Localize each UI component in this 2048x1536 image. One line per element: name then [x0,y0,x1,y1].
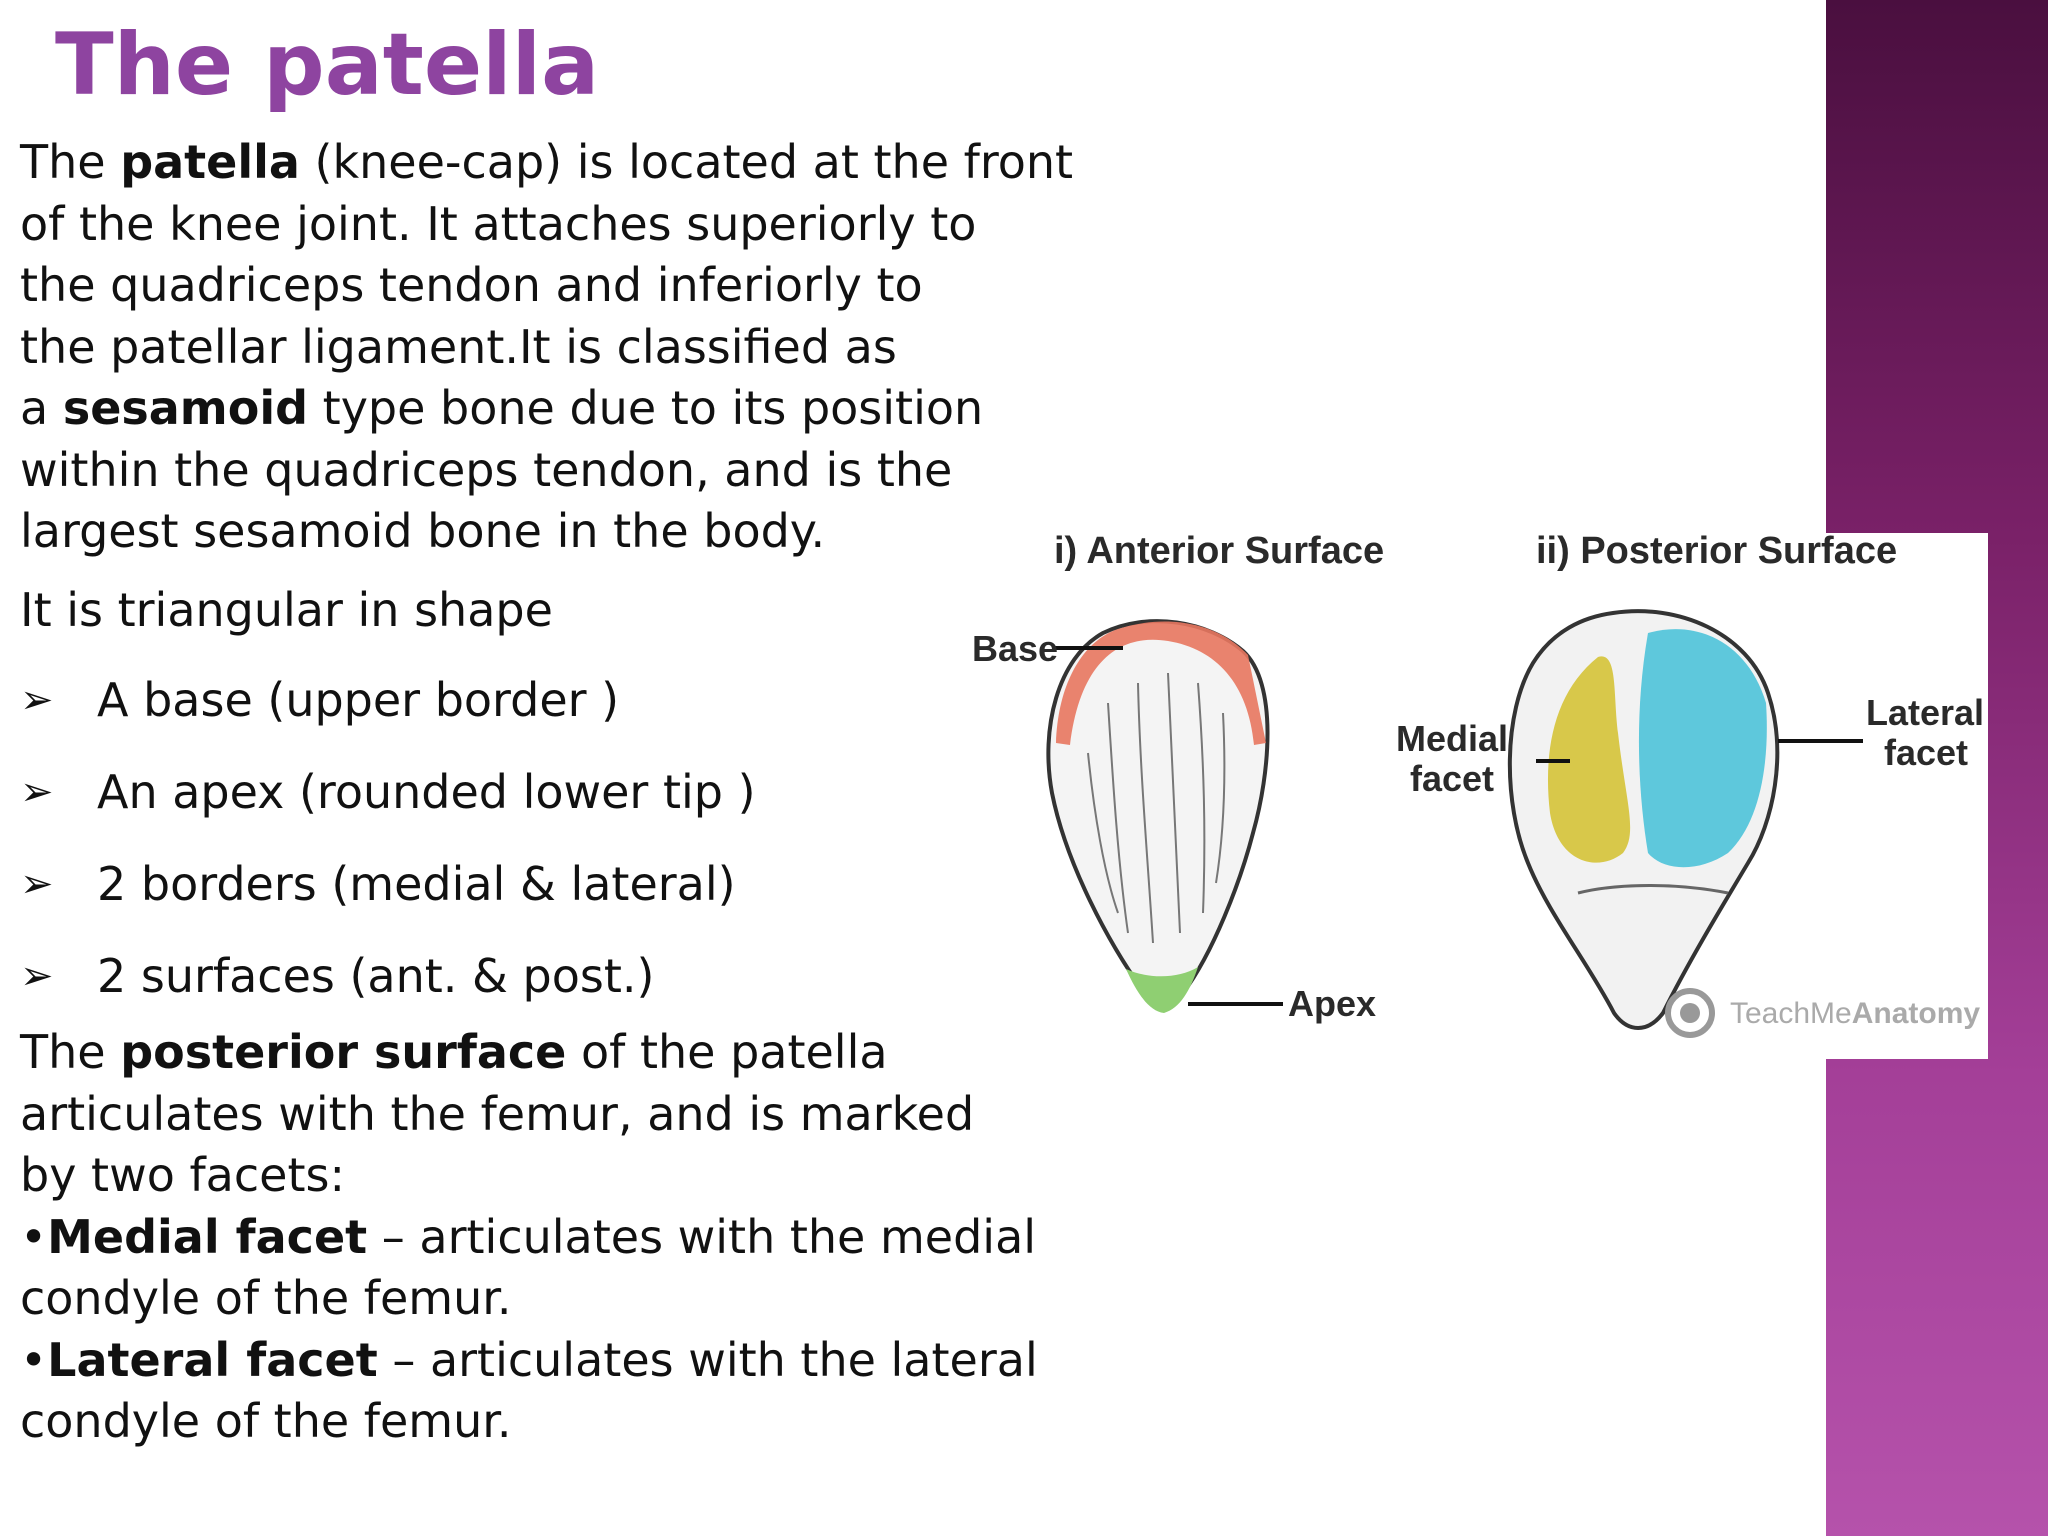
posterior-text-3: – articulates with the medial condyle of… [20,1209,1037,1387]
bullet-item: ➢ 2 surfaces (ant. & post.) [20,941,1020,1033]
posterior-title: ii) Posterior Surface [1536,533,1897,572]
label-medial-line1: Medial [1396,718,1508,759]
intro-paragraph: The patella (knee-cap) is located at the… [20,132,1100,563]
anterior-patella [1046,619,1283,1013]
intro-text-2: (knee-cap) is located at the front of th… [20,135,1074,435]
posterior-bold-surface: posterior surface [120,1025,567,1079]
label-lateral-line2: facet [1884,732,1968,773]
apex-region [1126,967,1198,1013]
anterior-title: i) Anterior Surface [1054,533,1384,572]
posterior-bold-lateral-facet: Lateral facet [47,1332,378,1387]
bullet-text: 2 surfaces (ant. & post.) [97,949,655,1003]
posterior-paragraph: The posterior surface of the patella art… [20,1022,1100,1453]
bullet-text: 2 borders (medial & lateral) [97,857,736,911]
intro-text-3: type bone due to its position within the… [20,381,984,558]
lateral-facet-region [1638,629,1767,868]
label-lateral-line1: Lateral [1866,692,1984,733]
bullet-text: A base (upper border ) [97,673,620,727]
label-apex: Apex [1288,983,1376,1024]
slide-title: The patella [55,15,600,115]
arrow-bullet-icon: ➢ [20,953,54,999]
arrow-bullet-icon: ➢ [20,861,54,907]
posterior-text-4: – articulates with the lateral condyle o… [20,1332,1038,1449]
shape-line: It is triangular in shape [20,583,553,637]
medial-facet-region [1547,656,1631,863]
base-region [1056,621,1266,745]
feature-bullet-list: ➢ A base (upper border ) ➢ An apex (rounde… [20,665,1020,1033]
posterior-text-1: The [20,1025,121,1079]
watermark-text: TeachMeAnatomy [1730,997,1980,1030]
bullet-text: An apex (rounded lower tip ) [97,765,756,819]
posterior-text-2: of the patella articulates with the femu… [20,1025,975,1264]
patella-diagram: i) Anterior Surface ii) Posterior Surfac… [958,533,1988,1059]
intro-bold-patella: patella [120,135,300,189]
label-medial-line2: facet [1410,758,1494,799]
intro-text-1: The [20,135,121,189]
watermark-logo-icon [1665,988,1715,1038]
posterior-bold-medial-facet: Medial facet [47,1209,368,1264]
intro-bold-sesamoid: sesamoid [62,381,309,435]
bullet-item: ➢ 2 borders (medial & lateral) [20,849,1020,941]
bullet-item: ➢ An apex (rounded lower tip ) [20,757,1020,849]
posterior-patella [1507,609,1863,1038]
label-base: Base [972,628,1058,669]
arrow-bullet-icon: ➢ [20,677,54,723]
bullet-item: ➢ A base (upper border ) [20,665,1020,757]
arrow-bullet-icon: ➢ [20,769,54,815]
